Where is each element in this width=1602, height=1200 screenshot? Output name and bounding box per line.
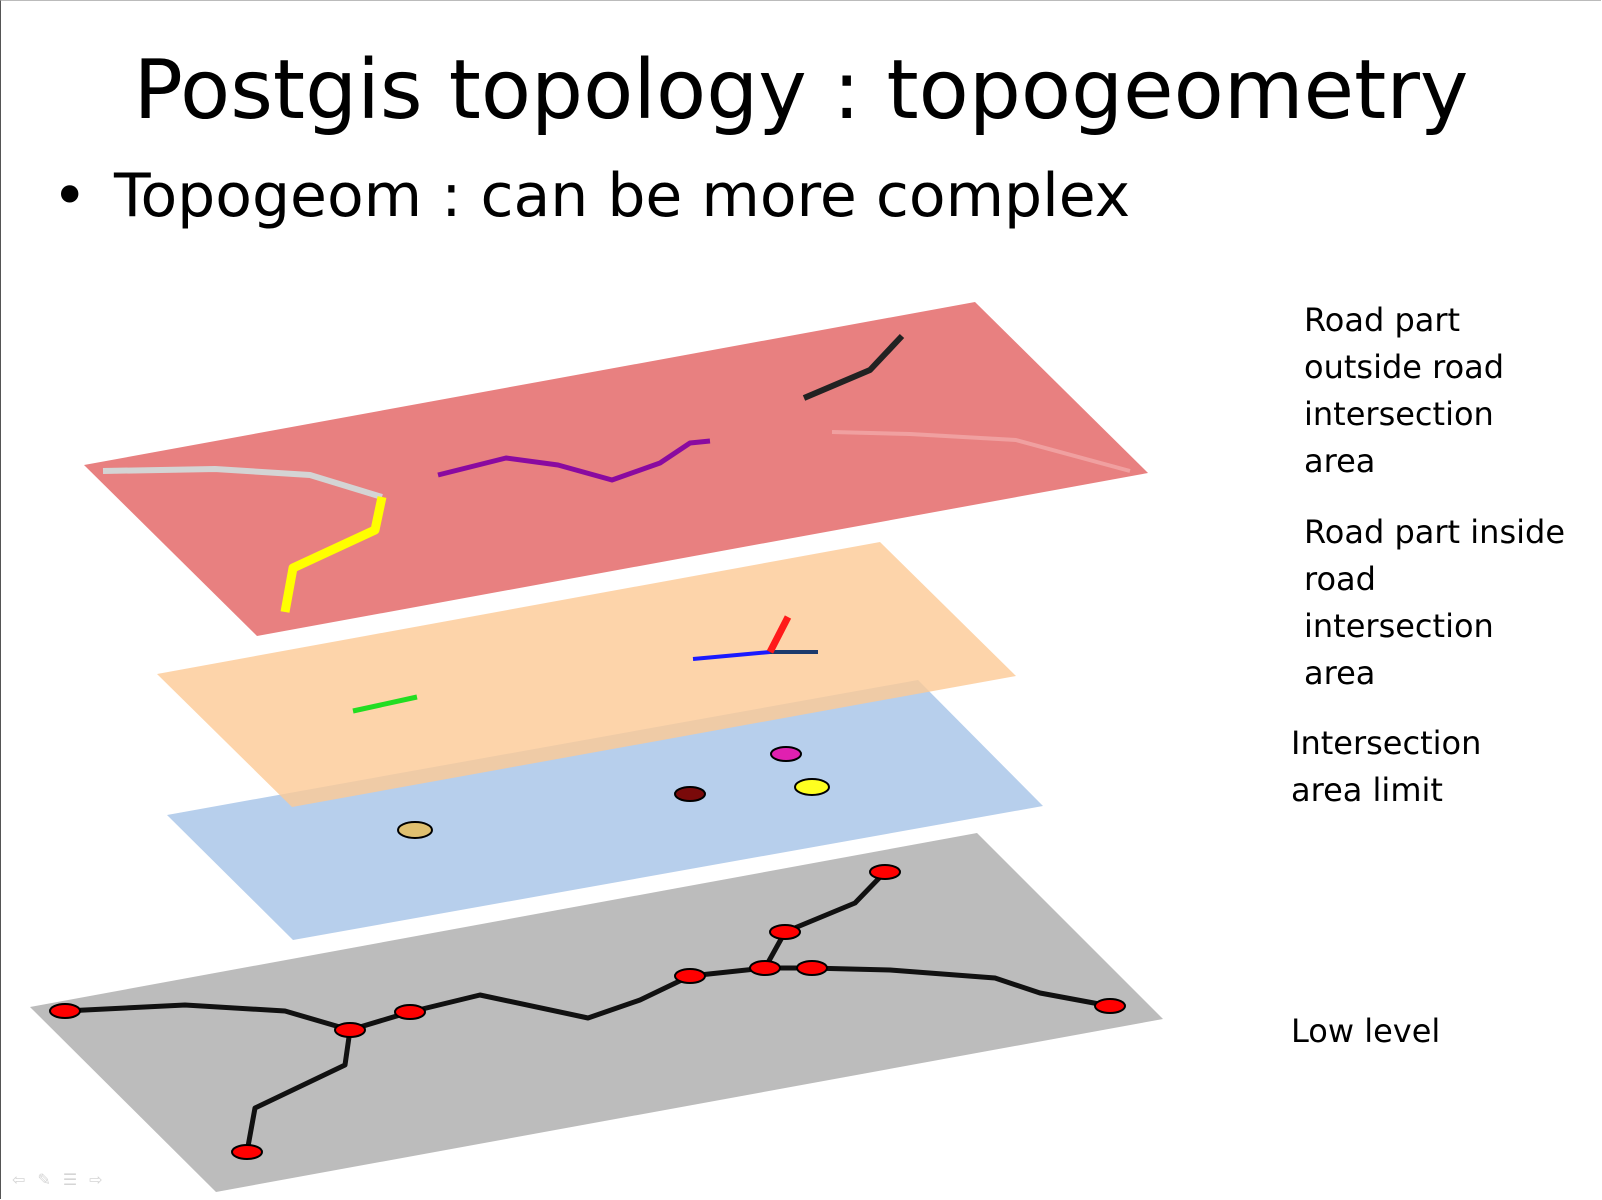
label-low-level: Low level (1291, 1012, 1441, 1050)
forward-arrow-icon[interactable]: ⇨ (89, 1170, 103, 1189)
layer-plane-road-part-inside (157, 542, 1016, 807)
node-point (231, 1144, 263, 1160)
menu-icon[interactable]: ☰ (62, 1170, 78, 1189)
inner-green-segment (352, 694, 418, 714)
point-yellow (794, 778, 830, 796)
pen-icon[interactable]: ✎ (37, 1170, 51, 1189)
label-road-part-inside: Road part inside road intersection area (1304, 513, 1565, 692)
node-point (749, 960, 781, 976)
slide-title: Postgis topology : topogeometry (133, 43, 1469, 138)
layer-plane-road-part-outside (84, 302, 1148, 636)
bullet-text: Topogeom : can be more complex (114, 161, 1131, 231)
node-point (334, 1022, 366, 1038)
bullet-dot-icon: • (52, 161, 88, 231)
inner-red-segment (766, 615, 792, 654)
road-salmon (831, 430, 1131, 473)
label-road-part-outside: Road part outside road intersection area (1304, 301, 1505, 480)
edge-line (762, 870, 887, 970)
edge-line (64, 965, 1111, 1033)
inner-blue-segment (692, 650, 771, 661)
road-purple (437, 438, 711, 483)
edge-line (244, 1029, 353, 1153)
node-point (769, 924, 801, 940)
node-point (869, 864, 901, 880)
point-darkred (674, 786, 706, 802)
node-point (394, 1004, 426, 1020)
node-point (674, 968, 706, 984)
nodes-low-level (49, 864, 1126, 1160)
back-arrow-icon[interactable]: ⇦ (12, 1170, 26, 1189)
node-point (1094, 998, 1126, 1014)
edges-low-level (64, 870, 1111, 1153)
layer-intersection-area-limit (167, 680, 1043, 940)
layer-road-part-outside (84, 302, 1148, 636)
layer-plane-intersection-area-limit (167, 680, 1043, 940)
road-grey (102, 466, 383, 500)
bullet-item: •Topogeom : can be more complex (52, 166, 1130, 226)
layer-low-level (30, 833, 1163, 1192)
road-yellow (280, 496, 387, 613)
layer-road-part-inside (157, 542, 1016, 807)
label-intersection-area-limit: Intersection area limit (1291, 724, 1482, 809)
point-tan (397, 821, 433, 839)
node-point (49, 1003, 81, 1019)
slideshow-nav: ⇦ ✎ ☰ ⇨ (12, 1170, 103, 1189)
node-point (796, 960, 828, 976)
road-dark (802, 333, 905, 401)
point-magenta (770, 746, 802, 762)
